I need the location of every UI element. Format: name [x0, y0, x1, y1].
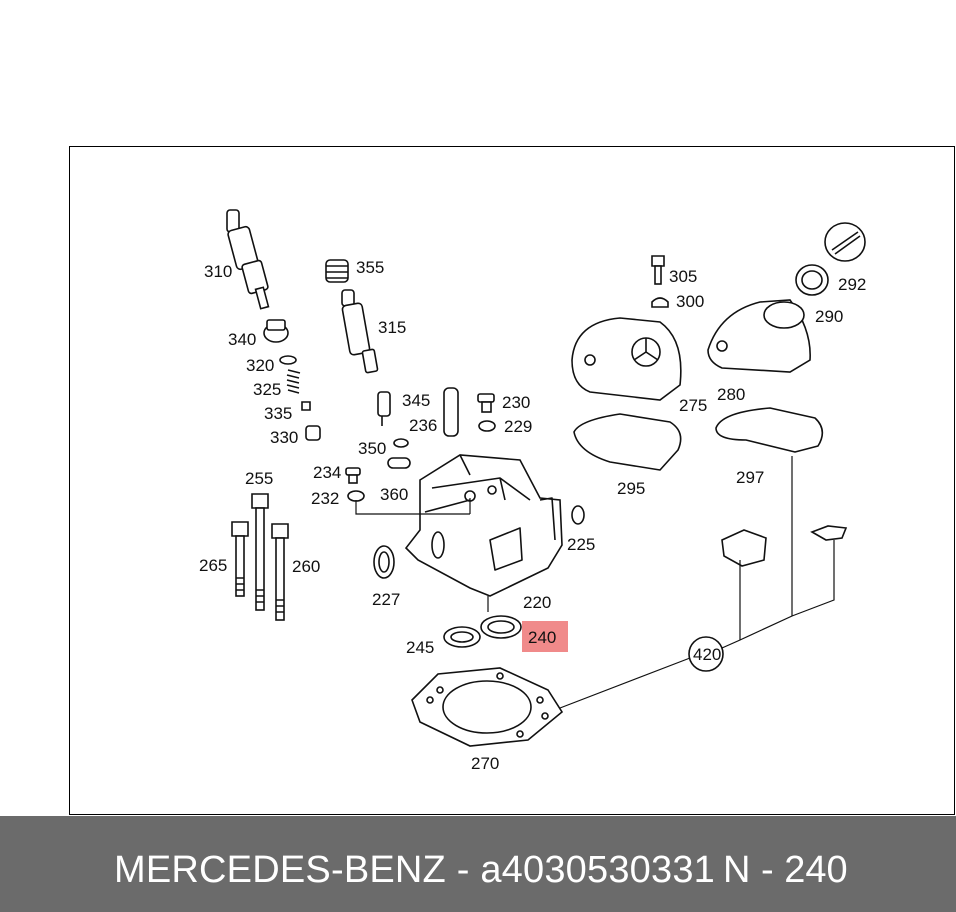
label-315: 315 — [378, 318, 406, 337]
part-gasket-small-b — [810, 525, 848, 541]
label-325: 325 — [253, 380, 281, 399]
part-pin-335 — [301, 401, 311, 411]
part-seal-240 — [480, 615, 522, 639]
part-valve-cover-280 — [707, 299, 811, 373]
part-injector-310 — [226, 209, 270, 310]
part-spring-325 — [286, 369, 301, 394]
label-234: 234 — [313, 463, 341, 482]
part-sleeve-236 — [443, 387, 459, 437]
part-cap-292 — [824, 222, 866, 262]
part-cap-330 — [305, 425, 321, 441]
part-seal-227 — [373, 545, 395, 579]
label-305: 305 — [669, 267, 697, 286]
label-335: 335 — [264, 404, 292, 423]
part-head-gasket-270 — [411, 667, 564, 747]
part-grommet-300 — [651, 297, 669, 308]
footer-position-code: N - 240 — [723, 849, 848, 891]
line-420 — [559, 456, 835, 709]
label-275: 275 — [679, 396, 707, 415]
label-230: 230 — [502, 393, 530, 412]
label-240: 240 — [528, 628, 556, 647]
part-ring-232 — [347, 490, 365, 502]
label-340: 340 — [228, 330, 256, 349]
label-220: 220 — [523, 593, 551, 612]
part-washer-350 — [393, 438, 409, 448]
footer-part-number: MERCEDES-BENZ - a4030530331 — [114, 849, 716, 891]
label-260: 260 — [292, 557, 320, 576]
part-nozzle-345 — [377, 391, 391, 426]
label-280: 280 — [717, 385, 745, 404]
part-washer-229 — [478, 420, 496, 432]
part-bolt-305 — [651, 255, 665, 285]
part-ring-225 — [571, 505, 585, 525]
label-345: 345 — [402, 391, 430, 410]
label-295: 295 — [617, 479, 645, 498]
part-cap-355 — [325, 259, 349, 283]
part-gasket-295 — [573, 413, 682, 471]
part-seal-350 — [387, 457, 411, 469]
label-245: 245 — [406, 638, 434, 657]
footer-bar — [0, 816, 956, 912]
label-300: 300 — [676, 292, 704, 311]
label-225: 225 — [567, 535, 595, 554]
label-290: 290 — [815, 307, 843, 326]
callout-420 — [688, 636, 724, 672]
label-320: 320 — [246, 356, 274, 375]
part-nut-340 — [263, 319, 289, 343]
highlight-240 — [522, 621, 568, 652]
part-gasket-297 — [715, 407, 824, 453]
part-washer-320 — [279, 355, 297, 365]
label-232: 232 — [311, 489, 339, 508]
part-plug-230 — [477, 393, 495, 413]
label-360: 360 — [380, 485, 408, 504]
label-229: 229 — [504, 417, 532, 436]
part-ring-290 — [795, 264, 829, 296]
label-350: 350 — [358, 439, 386, 458]
part-gasket-small-a — [721, 529, 767, 567]
label-420: 420 — [693, 645, 721, 664]
label-255: 255 — [245, 469, 273, 488]
label-355: 355 — [356, 258, 384, 277]
part-seal-245 — [443, 626, 481, 648]
label-310: 310 — [204, 262, 232, 281]
part-plug-234 — [345, 467, 361, 484]
part-injector-315 — [341, 289, 379, 374]
label-297: 297 — [736, 468, 764, 487]
label-265: 265 — [199, 556, 227, 575]
part-bolt-255 — [251, 493, 269, 611]
part-bolt-265 — [231, 521, 249, 597]
part-valve-cover-275 — [571, 317, 682, 401]
label-227: 227 — [372, 590, 400, 609]
part-bolt-260 — [271, 523, 289, 621]
label-292: 292 — [838, 275, 866, 294]
label-330: 330 — [270, 428, 298, 447]
label-270: 270 — [471, 754, 499, 773]
line-360 — [355, 498, 471, 515]
label-236: 236 — [409, 416, 437, 435]
part-cylinder-head-220 — [404, 454, 563, 597]
